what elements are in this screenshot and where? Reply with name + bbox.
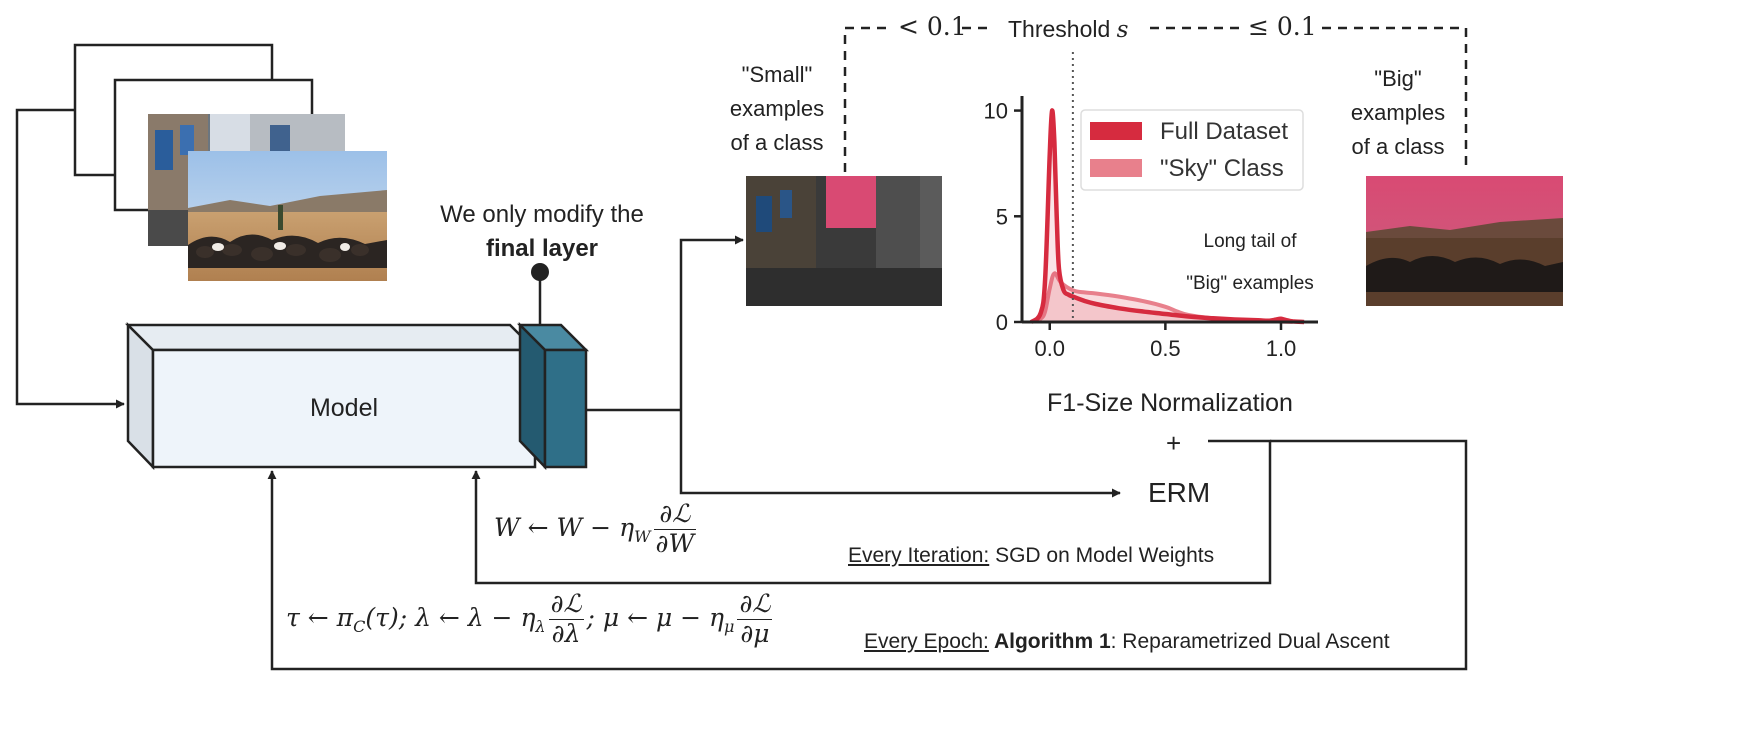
eq1-lhs: W ← W − η xyxy=(494,512,635,542)
threshold-bracket-right xyxy=(1322,26,1468,172)
model-block xyxy=(124,321,539,471)
eq2-den1: ∂λ xyxy=(551,618,581,648)
final-layer-block xyxy=(516,321,590,471)
threshold-left-value: < 0.1 xyxy=(898,12,967,41)
chart-annotation-1: "Big" examples xyxy=(1186,273,1314,294)
erm-label: ERM xyxy=(1148,477,1211,508)
dual-ascent-feedback-arrow xyxy=(267,439,1468,671)
goats-photo xyxy=(188,151,387,281)
big-line2: examples xyxy=(1350,100,1446,125)
x-axis-label: F1-Size Normalization xyxy=(1047,389,1293,417)
small-examples-label: "Small" examples of a class xyxy=(715,58,839,160)
threshold-label-text: Threshold xyxy=(1008,16,1111,42)
small-example-image xyxy=(746,176,942,306)
model-front-face xyxy=(151,348,537,469)
threshold-symbol: s xyxy=(1116,17,1129,43)
eq2-lam-sub: λ xyxy=(535,616,546,636)
series-area-0 xyxy=(1031,110,1305,322)
eq1-sub: W xyxy=(634,526,651,546)
eq2-a: τ ← π xyxy=(286,602,354,632)
model-top-face xyxy=(124,323,539,352)
to-erm-arrow xyxy=(679,410,1121,498)
legend-label-1: "Sky" Class xyxy=(1160,155,1284,182)
eq2-fraction-2: ∂ℒ∂μ xyxy=(737,589,773,649)
input-image-stack xyxy=(73,43,387,281)
y-tick-label-0: 0 xyxy=(996,310,1008,335)
eq2-mid: ; μ ← μ − η xyxy=(586,602,725,632)
eq1-num: ∂ℒ xyxy=(653,499,697,530)
plus-sign: + xyxy=(1166,428,1182,458)
small-line2: examples xyxy=(729,96,825,121)
threshold-right-value: ≤ 0.1 xyxy=(1248,12,1317,41)
small-line1: "Small" xyxy=(741,62,813,87)
x-tick-label-2: 1.0 xyxy=(1266,336,1297,361)
dual-ascent-equation: τ ← πC(τ); λ ← λ − ηλ∂ℒ∂λ; μ ← μ − ημ∂ℒ∂… xyxy=(286,589,775,649)
big-line1: "Big" xyxy=(1374,66,1422,91)
final-layer-annotation: We only modify the final layer xyxy=(408,198,676,266)
epoch-caption: Every Epoch: Algorithm 1: Reparametrized… xyxy=(864,630,1390,654)
legend-label-0: Full Dataset xyxy=(1160,118,1288,145)
model-label: Model xyxy=(309,394,379,422)
sgd-prefix: Every Iteration: xyxy=(848,544,990,567)
eq2-a-rest: (τ); λ ← λ − η xyxy=(365,602,536,632)
epoch-bold: Algorithm 1 xyxy=(988,630,1111,653)
series-line-0 xyxy=(1029,108,1305,325)
x-tick-label-1: 0.5 xyxy=(1150,336,1181,361)
threshold-label: Threshold s xyxy=(1008,16,1128,43)
eq2-a-sub: C xyxy=(353,616,366,636)
sgd-caption: Every Iteration: SGD on Model Weights xyxy=(848,544,1214,568)
big-examples-label: "Big" examples of a class xyxy=(1336,62,1460,164)
annotation-line1: We only modify the xyxy=(440,201,644,228)
x-tick-label-0: 0.0 xyxy=(1034,336,1065,361)
annotation-line2: final layer xyxy=(485,235,599,262)
y-tick-label-1: 5 xyxy=(996,204,1008,229)
sgd-text: SGD on Model Weights xyxy=(989,544,1215,567)
eq2-den2: ∂μ xyxy=(740,618,770,648)
legend-swatch-0 xyxy=(1090,122,1142,140)
eq2-num1: ∂ℒ xyxy=(548,589,584,620)
series-area-1 xyxy=(1031,273,1293,322)
input-arrow xyxy=(15,108,125,409)
chart-annotation-0: Long tail of xyxy=(1204,231,1298,252)
sgd-feedback-arrow xyxy=(471,439,1272,585)
big-line3: of a class xyxy=(1351,134,1445,159)
small-line3: of a class xyxy=(730,130,824,155)
density-chart: 0 5 10 0.0 0.5 1.0F1-Size Normalization Full D… xyxy=(984,52,1318,417)
legend-swatch-1 xyxy=(1090,159,1142,177)
to-image-arrow xyxy=(679,235,744,410)
eq2-mu-sub: μ xyxy=(724,616,735,636)
eq2-fraction-1: ∂ℒ∂λ xyxy=(548,589,584,649)
eq1-den: ∂W xyxy=(655,528,695,558)
sgd-equation: W ← W − ηW∂ℒ∂W xyxy=(494,499,699,559)
y-tick-label-2: 10 xyxy=(984,99,1008,124)
threshold-bracket-left xyxy=(843,26,893,172)
final-layer-pin-head xyxy=(531,263,549,281)
epoch-prefix: Every Epoch: xyxy=(864,630,989,653)
eq2-num2: ∂ℒ xyxy=(737,589,773,620)
epoch-text: : Reparametrized Dual Ascent xyxy=(1110,630,1390,653)
big-example-image xyxy=(1366,176,1563,306)
eq1-fraction: ∂ℒ∂W xyxy=(653,499,697,559)
